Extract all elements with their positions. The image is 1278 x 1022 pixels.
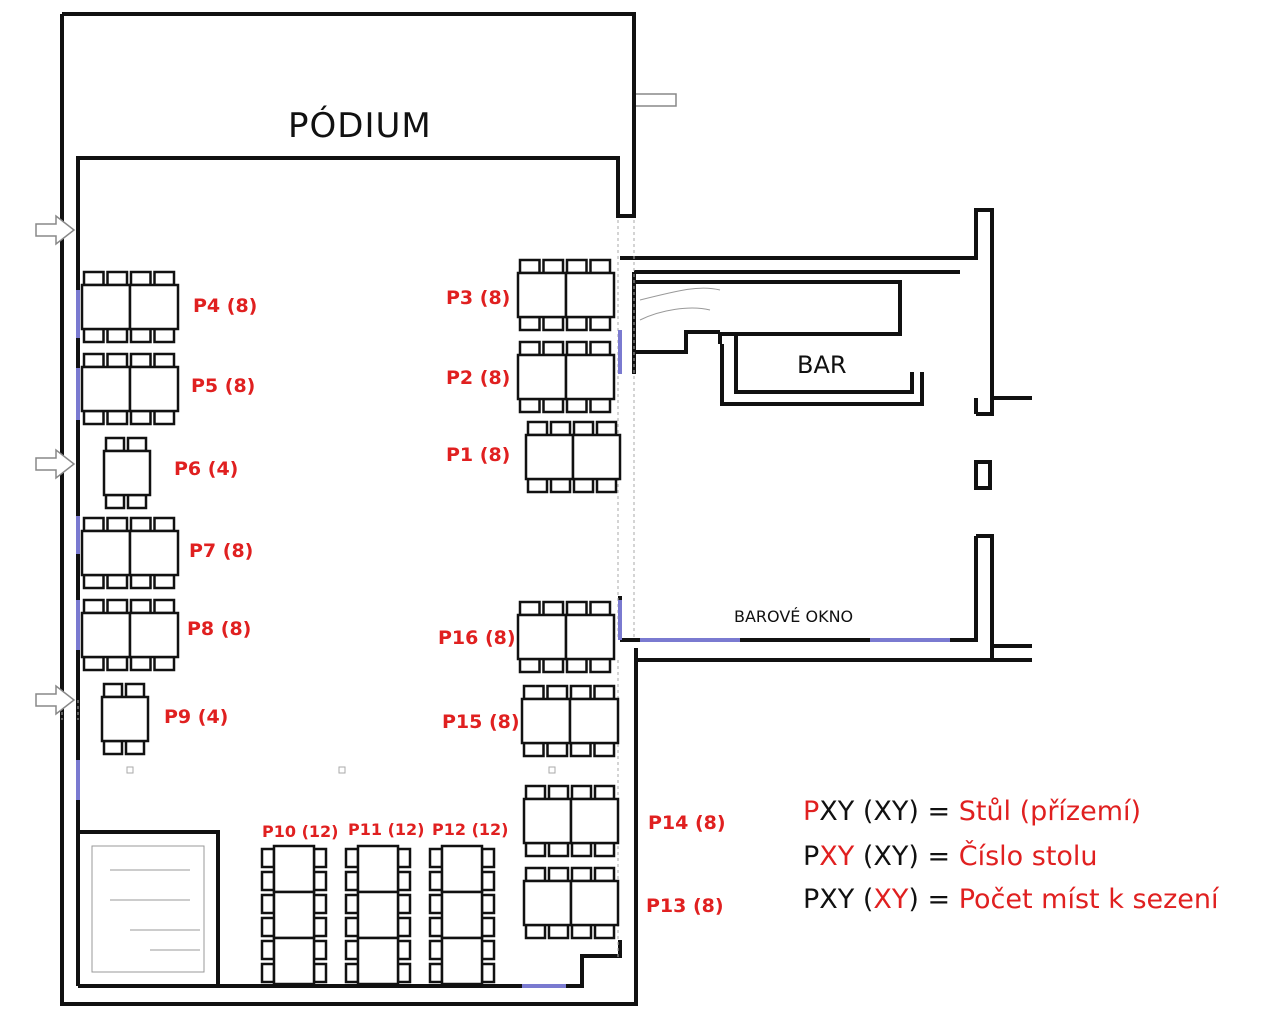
legend-text: XY: [819, 841, 855, 872]
bar-room-right-lower: [976, 534, 1032, 662]
legend-text: (XY) =: [854, 841, 959, 872]
table-p1: [524, 420, 622, 494]
table-label-p14: P14 (8): [648, 812, 726, 834]
table-p4: [80, 270, 180, 344]
table-label-p4: P4 (8): [193, 295, 258, 317]
table-p15: [520, 684, 620, 758]
table-label-p2: P2 (8): [446, 367, 511, 389]
hall-left-wall: [60, 14, 638, 1006]
entrance-arrow: [35, 214, 76, 246]
table-p12: [428, 844, 496, 986]
entrance-arrow: [35, 448, 76, 480]
bar-room-right-wall: [974, 396, 1032, 416]
table-p5: [80, 352, 180, 426]
bar-pillar: [974, 460, 992, 490]
entrance-arrow: [35, 684, 76, 716]
hall-inner-bottom-wall: [78, 940, 622, 988]
staircase-box: [78, 830, 220, 986]
bar-counter: [636, 280, 902, 344]
podium-edge: [76, 156, 634, 258]
bar-counter-shape: [720, 344, 924, 406]
legend-text: XY (XY) =: [819, 796, 959, 827]
legend-text: PXY (: [803, 884, 874, 915]
legend-line: PXY (XY) = Stůl (přízemí): [803, 796, 1141, 827]
table-label-p16: P16 (8): [438, 627, 516, 649]
bar-window-label: BAROVÉ OKNO: [734, 607, 854, 626]
table-p8: [80, 598, 180, 672]
table-p2: [516, 340, 616, 414]
table-p13: [522, 866, 620, 940]
table-label-p8: P8 (8): [187, 618, 252, 640]
table-label-p13: P13 (8): [646, 895, 724, 917]
table-label-p12: P12 (12): [432, 820, 509, 839]
table-p3: [516, 258, 616, 332]
bar-label: BAR: [797, 351, 847, 379]
legend-text: P: [803, 796, 820, 827]
table-label-p9: P9 (4): [164, 706, 229, 728]
bar-room-upper-wall: [620, 208, 994, 398]
table-label-p15: P15 (8): [442, 711, 520, 733]
table-label-p6: P6 (4): [174, 458, 239, 480]
bar-counter-inner: [734, 332, 914, 394]
hall-outer-wall: [62, 12, 636, 218]
table-p14: [522, 784, 620, 858]
bar-stair-step: [636, 330, 720, 354]
table-p10: [260, 844, 328, 986]
table-label-p3: P3 (8): [446, 287, 511, 309]
table-label-p10: P10 (12): [262, 822, 339, 841]
legend-text: XY: [873, 884, 909, 915]
table-p7: [80, 516, 180, 590]
table-label-p1: P1 (8): [446, 444, 511, 466]
legend-line: PXY (XY) = Počet míst k sezení: [803, 884, 1219, 915]
legend-text: Počet míst k sezení: [958, 884, 1219, 915]
legend-text: ) =: [908, 884, 959, 915]
table-p16: [516, 600, 616, 674]
legend-text: Stůl (přízemí): [958, 796, 1142, 827]
table-p9: [100, 682, 150, 756]
legend-text: P: [803, 841, 820, 872]
bar-window-wall-lower: [636, 646, 994, 662]
table-label-p7: P7 (8): [189, 540, 254, 562]
table-label-p5: P5 (8): [191, 375, 256, 397]
table-label-p11: P11 (12): [348, 820, 425, 839]
legend-text: Číslo stolu: [958, 841, 1098, 872]
table-p11: [344, 844, 412, 986]
table-p6: [102, 436, 152, 510]
legend-line: PXY (XY) = Číslo stolu: [803, 841, 1098, 872]
podium-label: PÓDIUM: [288, 106, 432, 146]
